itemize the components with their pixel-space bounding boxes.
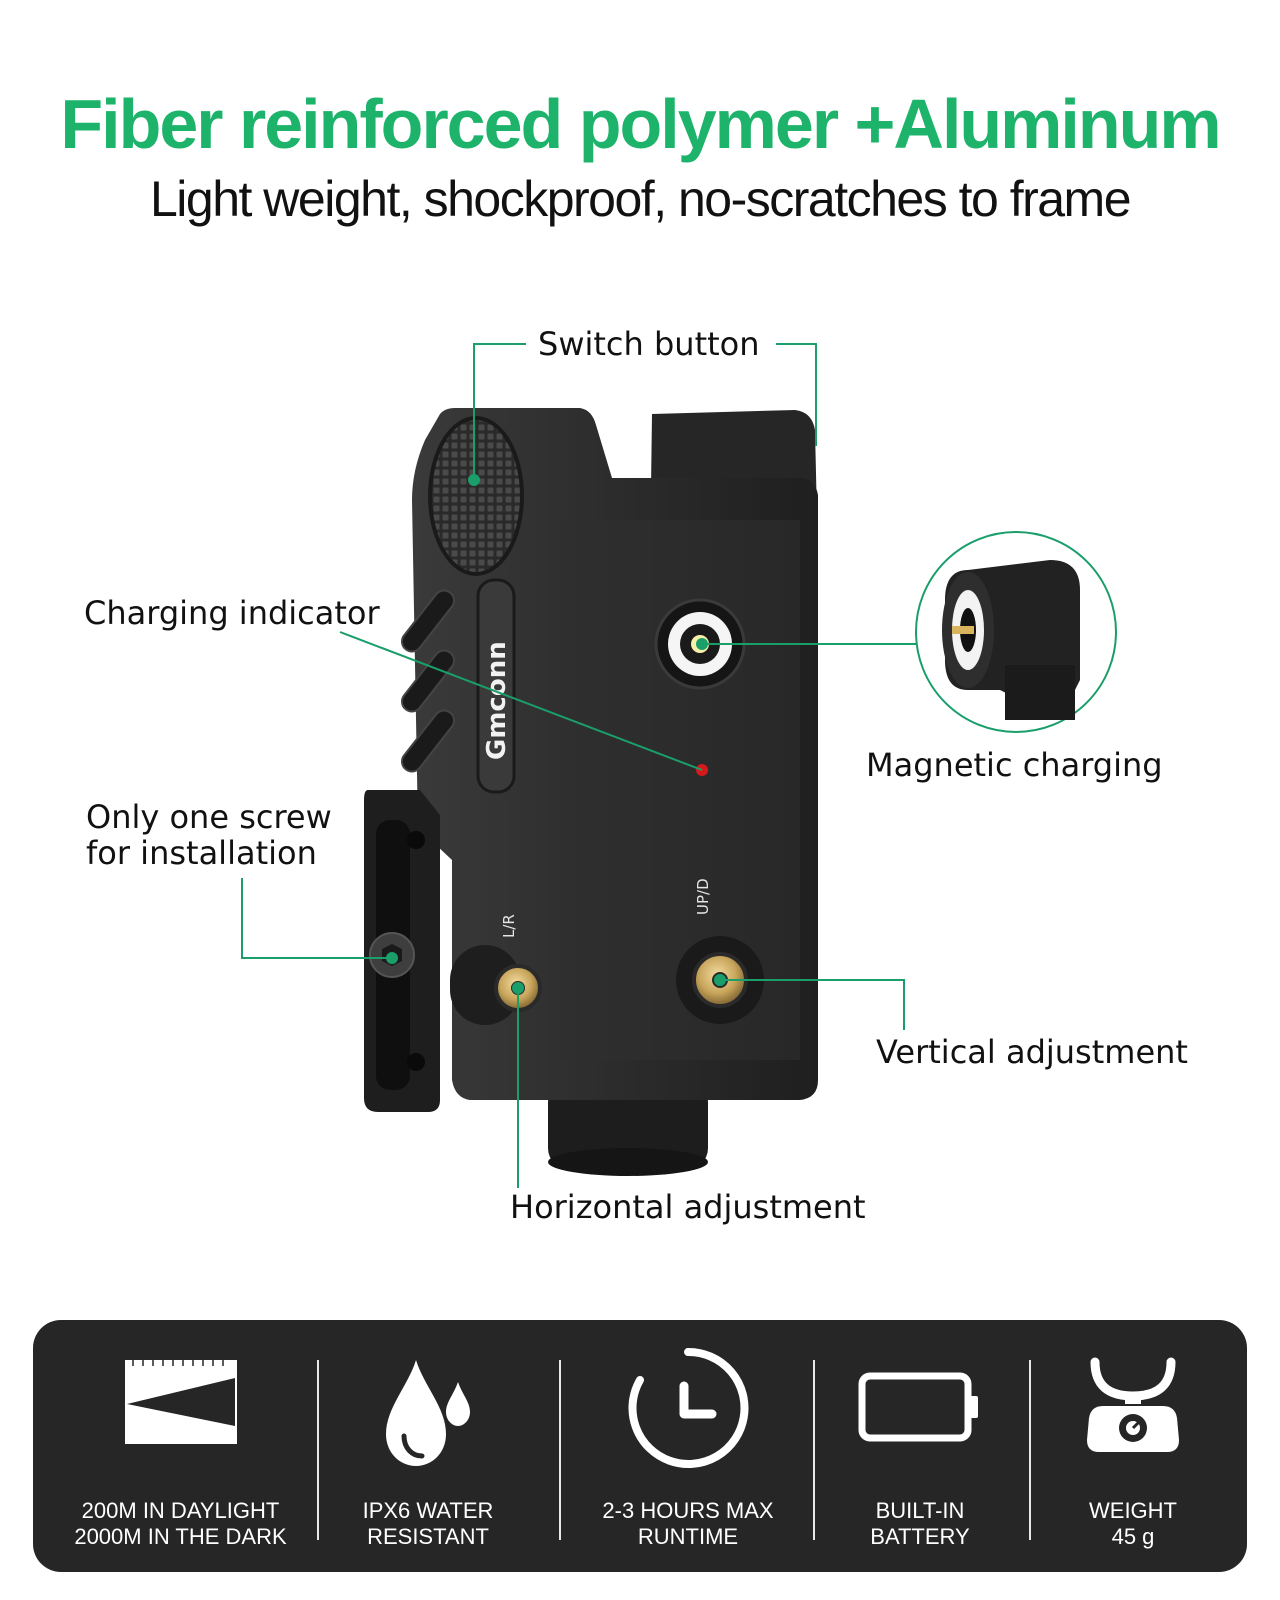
lens-base [548,1148,708,1176]
feature-water-line2: RESISTANT [367,1524,489,1549]
feature-battery-line2: BATTERY [870,1524,970,1549]
product-illustration: Gmconn L/R UP/D Switch [84,325,1188,1226]
weighing-scale-icon [1085,1356,1181,1461]
brand-badge [476,578,516,794]
label-horizontal-adjustment: Horizontal adjustment [510,1188,866,1226]
label-screw-line1: Only one screw [86,798,332,836]
feature-divider [1029,1360,1031,1540]
feature-divider [559,1360,561,1540]
feature-range-line1: 200M IN DAYLIGHT [81,1498,280,1523]
label-magnetic-charging: Magnetic charging [866,746,1163,784]
switch-button[interactable] [428,416,524,576]
label-vertical-adjustment: Vertical adjustment [876,1033,1188,1071]
lens-housing [548,1080,708,1170]
feature-water: IPX6 WATER RESISTANT [323,1320,533,1572]
feature-battery: BUILT-IN BATTERY [815,1320,1025,1572]
lr-marking: L/R [500,914,518,938]
bracket-hole-top [407,831,425,849]
feature-water-line1: IPX6 WATER [362,1498,494,1523]
water-drops-icon [378,1356,478,1475]
leader-lines [241,343,916,1188]
feature-range: 200M IN DAYLIGHT 2000M IN THE DARK [63,1320,298,1572]
switch-leader [473,343,526,478]
vent-slots [400,589,456,773]
feature-divider [317,1360,319,1540]
vertical-leader [720,979,905,1030]
feature-range-line2: 2000M IN THE DARK [74,1524,287,1549]
feature-weight-line1: WEIGHT [1089,1498,1177,1523]
headline: Fiber reinforced polymer +Aluminum [60,85,1221,163]
charging-cable-connector [942,560,1080,720]
label-charging-indicator: Charging indicator [84,594,381,632]
feature-divider [813,1360,815,1540]
subheadline: Light weight, shockproof, no-scratches t… [149,171,1132,227]
feature-runtime: 2-3 HOURS MAX RUNTIME [563,1320,813,1572]
battery-icon [858,1372,982,1447]
label-switch-button: Switch button [538,325,760,363]
clock-icon [626,1346,750,1475]
feature-weight-line2: 45 g [1111,1524,1155,1549]
switch-leader-right [776,343,817,446]
leader-dots [386,474,726,994]
brand-logo-text: Gmconn [482,641,512,760]
feature-runtime-line1: 2-3 HOURS MAX [602,1498,774,1523]
feature-weight: WEIGHT 45 g [1033,1320,1233,1572]
charging-leader [339,631,703,771]
label-screw-line2: for installation [86,834,317,872]
range-beam-icon [123,1356,239,1453]
features-panel: 200M IN DAYLIGHT 2000M IN THE DARK IPX6 … [33,1320,1247,1572]
feature-battery-line1: BUILT-IN [875,1498,965,1523]
screw-leader [241,878,392,959]
updown-marking: UP/D [694,878,712,915]
feature-runtime-line2: RUNTIME [637,1524,739,1549]
bracket-hole-bottom [407,1053,425,1071]
